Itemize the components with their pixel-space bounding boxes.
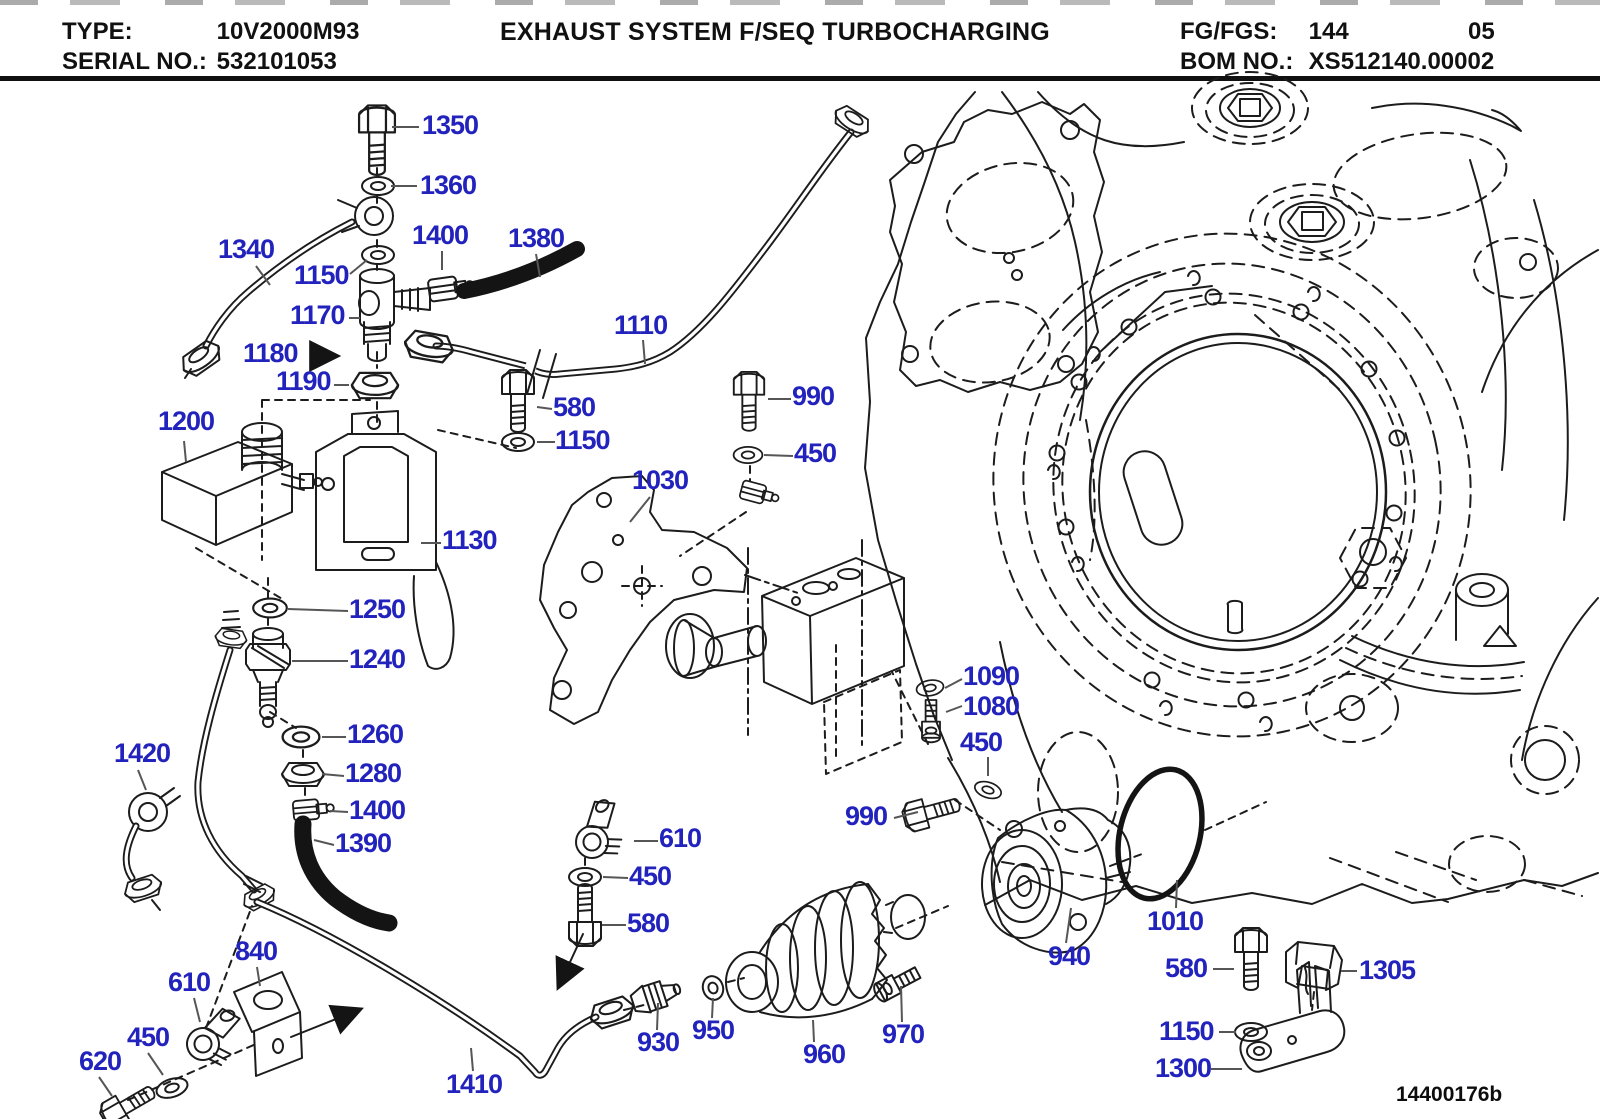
clip-1305 — [1285, 941, 1343, 991]
bolt-580b — [568, 883, 602, 947]
hex-plug-boss — [1249, 183, 1375, 261]
callout-leader-lines — [98, 126, 1357, 1097]
hex-plug-boss — [1191, 71, 1309, 145]
pipe-1110 — [401, 101, 875, 399]
serial-label: SERIAL NO.: — [62, 48, 207, 75]
nut-pipe-1110 — [829, 101, 875, 142]
bracket-840 — [233, 971, 303, 1077]
valve-block — [665, 539, 929, 775]
page-title: EXHAUST SYSTEM F/SEQ TURBOCHARGING — [500, 18, 1050, 46]
fitting-930 — [629, 980, 682, 1014]
solenoid-valve-1200 — [161, 422, 323, 546]
scan-edge-artifacts — [0, 0, 1600, 5]
sheet-value: 05 — [1468, 18, 1495, 45]
o-ring-1010 — [1115, 766, 1205, 902]
clamp-piece-450 — [738, 479, 782, 509]
nut-pipe-1410 — [586, 993, 638, 1032]
bolt-620 — [95, 1077, 162, 1119]
arrow-to-pipe-end — [555, 933, 585, 991]
bolt-580c — [1234, 927, 1268, 991]
nut-1190 — [350, 371, 400, 400]
bracket-1130 — [315, 410, 455, 670]
washer-1150b — [501, 432, 535, 452]
drawing-number: 14400176b — [1396, 1083, 1503, 1106]
header-divider — [0, 76, 1600, 81]
valve-1170 — [358, 268, 431, 362]
flange-940 — [981, 807, 1132, 954]
sensor-1240 — [245, 627, 291, 728]
bolt-990a — [732, 370, 766, 432]
washer-1250 — [252, 597, 288, 619]
bom-label: BOM NO.: — [1180, 48, 1294, 75]
clamp-610a — [560, 791, 642, 873]
type-value: 10V2000M93 — [216, 18, 360, 45]
nut-1280 — [281, 762, 325, 787]
type-label: TYPE: — [62, 18, 133, 45]
washer-450b — [971, 777, 1005, 803]
direction-arrows — [290, 340, 585, 1038]
fg-label: FG/FGS: — [1180, 18, 1278, 45]
arrow-to-pipe-1410 — [290, 1004, 364, 1038]
title-block: TYPE: 10V2000M93 SERIAL NO.: 532101053 E… — [0, 0, 1600, 76]
washer-450d — [153, 1073, 191, 1103]
banjo-fitting — [337, 196, 394, 236]
bracket-1030 — [539, 475, 748, 725]
washer-950 — [701, 975, 725, 1001]
pipe-1410 — [253, 898, 600, 1079]
banjo-bolt-stack — [337, 104, 477, 429]
bolt-990b — [899, 789, 965, 835]
nut-pipe-1340 — [176, 335, 227, 381]
bom-value: XS512140.00002 — [1308, 48, 1495, 75]
sensor-stack — [245, 577, 336, 822]
bolt-1350 — [357, 104, 397, 177]
hose-1380 — [456, 241, 585, 299]
pipe-1340 — [176, 218, 356, 381]
washer-1360 — [361, 176, 395, 196]
fg-value: 144 — [1308, 18, 1349, 45]
washer-1090 — [914, 677, 946, 699]
engine-block-drawing — [864, 71, 1599, 906]
pipe-from-1200 — [194, 610, 280, 915]
pipe-1420 — [121, 787, 181, 911]
serial-value: 532101053 — [216, 48, 337, 75]
bracket-1300 — [1239, 961, 1346, 1073]
washer-1260 — [281, 725, 321, 749]
washer-450a — [732, 445, 764, 465]
hose-1390 — [294, 815, 398, 932]
